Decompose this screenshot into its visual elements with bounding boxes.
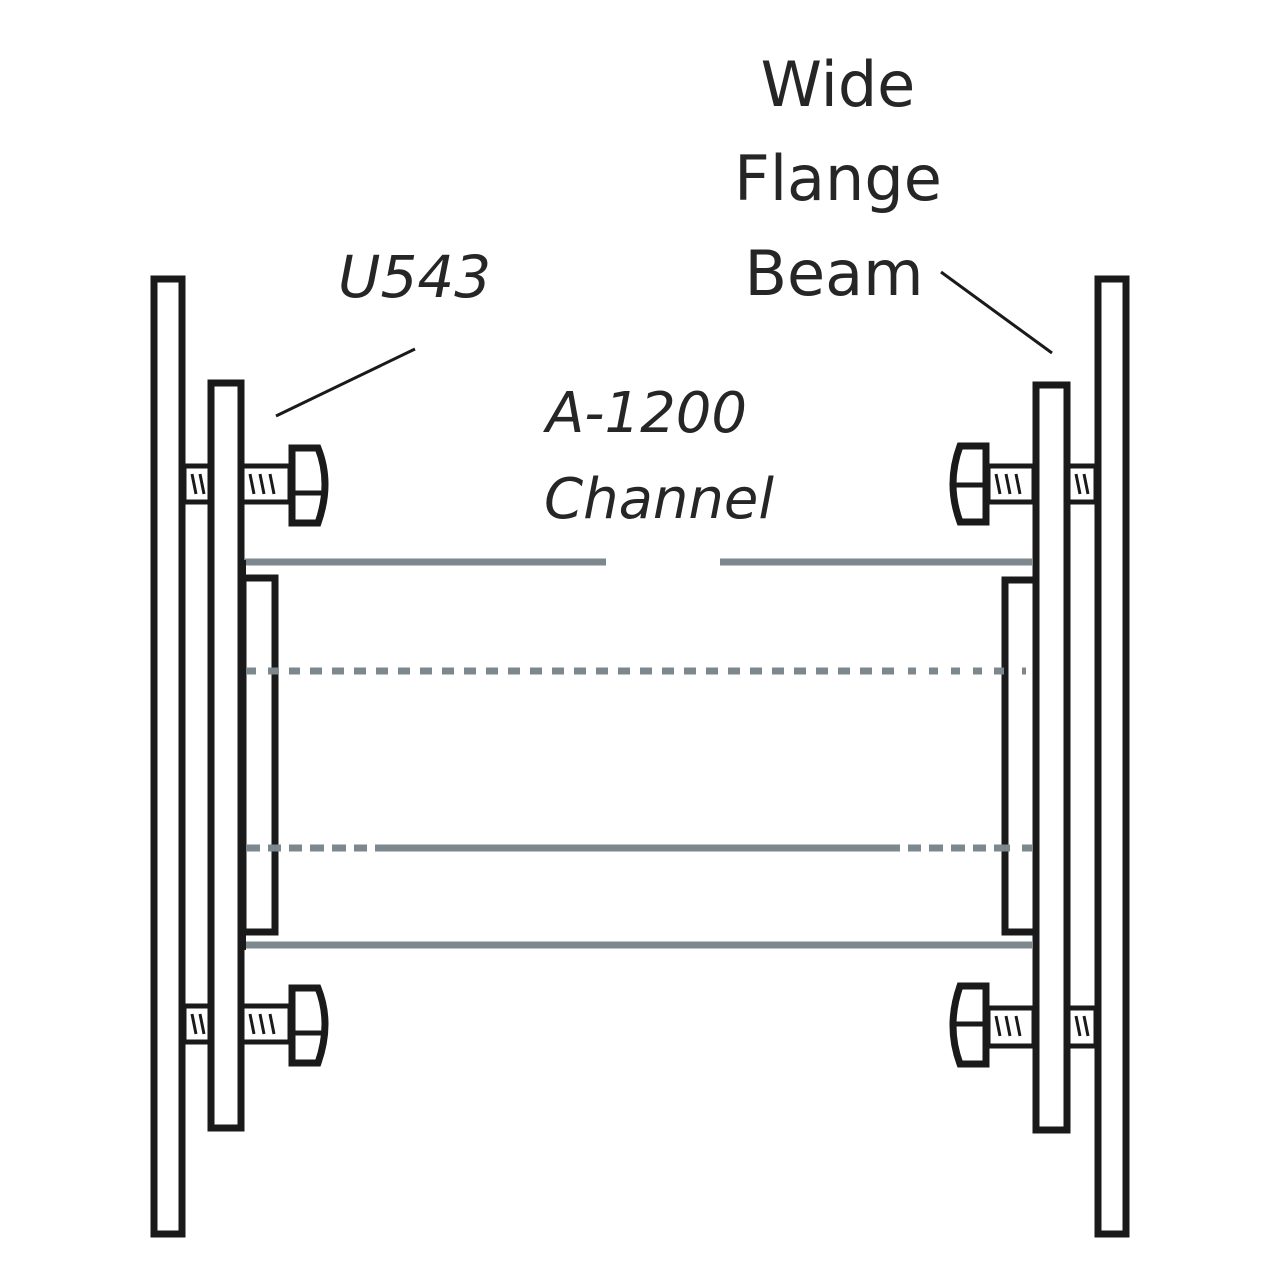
left-beam-flange [150, 275, 186, 1238]
channel-lines [244, 558, 1032, 949]
left-u543-plate [207, 379, 245, 1132]
beam-label-line2: Flange [734, 142, 942, 215]
channel-label-line1: A-1200 [543, 381, 747, 446]
right-channel-end [1001, 576, 1040, 936]
bolt-icon [181, 984, 329, 1067]
u543-leader-line [275, 347, 416, 418]
beam-label-line1: Wide [761, 48, 916, 121]
u543-label: U543 [338, 243, 491, 311]
left-channel-end [239, 574, 279, 936]
bolt-icon [949, 442, 1099, 526]
channel-label-line2: Channel [544, 467, 774, 532]
bolt-icon [181, 444, 329, 527]
bolt-icon [949, 982, 1099, 1068]
right-u543-plate [1032, 381, 1071, 1134]
beam-leader-line [940, 270, 1053, 355]
beam-label-line3: Beam [744, 237, 923, 310]
right-beam-flange [1094, 275, 1130, 1238]
